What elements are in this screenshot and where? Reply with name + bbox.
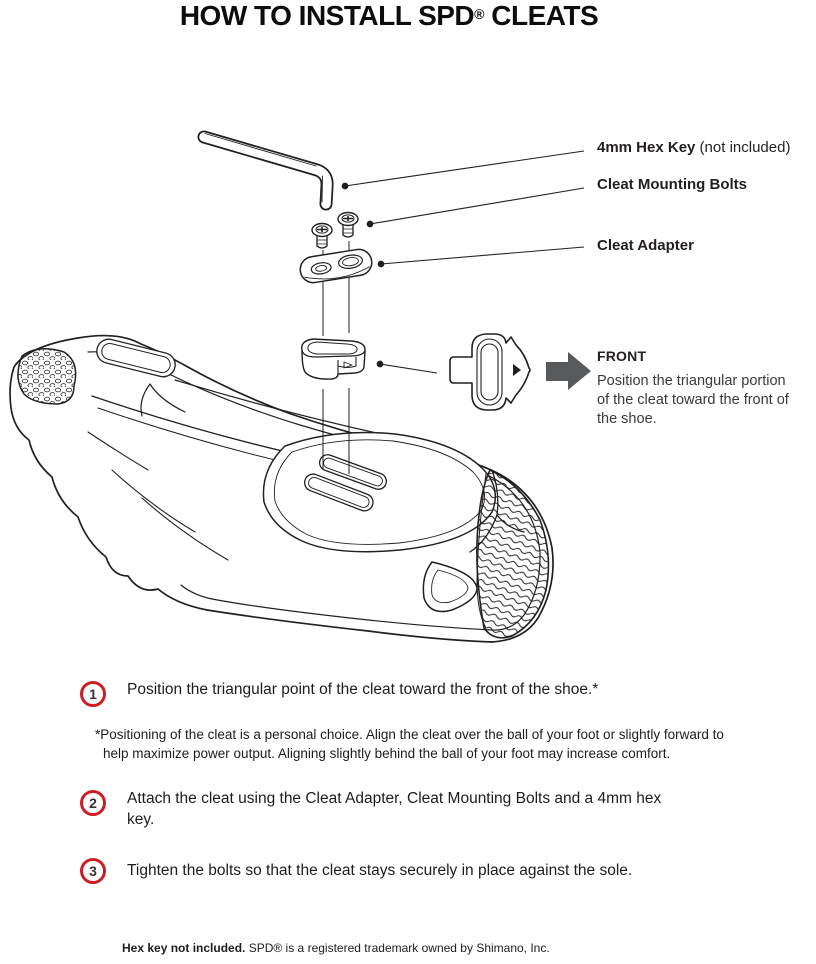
cleat-3d-drawing xyxy=(302,339,365,379)
hex-key-drawing xyxy=(204,134,327,205)
step-2-text: Attach the cleat using the Cleat Adapter… xyxy=(127,790,662,828)
part-label-hex-key: 4mm Hex Key (not included) xyxy=(597,139,790,156)
page-title: HOW TO INSTALL SPD® CLEATS xyxy=(0,0,778,32)
step-3-text: Tighten the bolts so that the cleat stay… xyxy=(127,862,633,879)
bolt-right-drawing xyxy=(338,213,358,238)
bolt-left-drawing xyxy=(312,224,332,249)
step-2-badge: 2 xyxy=(80,790,106,816)
step-1-text: Position the triangular point of the cle… xyxy=(127,681,599,698)
front-heading: FRONT xyxy=(597,348,647,364)
step-3-badge: 3 xyxy=(80,858,106,884)
step-2-number: 2 xyxy=(89,795,97,811)
footer-note-rest: SPD® is a registered trademark owned by … xyxy=(245,941,550,955)
step-3-number: 3 xyxy=(89,863,97,879)
footer-note-bold: Hex key not included. xyxy=(122,941,246,955)
part-label-hex-key-bold: 4mm Hex Key xyxy=(597,139,696,156)
page-title-text: HOW TO INSTALL SPD xyxy=(179,0,475,31)
part-label-cleat-adapter-bold: Cleat Adapter xyxy=(597,237,694,254)
cleat-top-view-drawing xyxy=(450,334,530,410)
front-description: Position the triangular portion of the c… xyxy=(597,373,789,427)
cleat-position-footnote: *Positioning of the cleat is a personal … xyxy=(95,727,724,761)
page-title-text-2: CLEATS xyxy=(483,0,599,31)
front-callout: FRONT Position the triangular portion of… xyxy=(597,348,807,429)
part-label-mounting-bolts: Cleat Mounting Bolts xyxy=(597,176,747,193)
footer-note: Hex key not included. SPD® is a register… xyxy=(122,941,550,955)
shoe-sole-drawing xyxy=(10,336,553,642)
leader-lines xyxy=(342,151,584,373)
cleat-adapter-drawing xyxy=(298,248,373,285)
step-1-badge: 1 xyxy=(80,681,106,707)
part-label-mounting-bolts-bold: Cleat Mounting Bolts xyxy=(597,176,747,193)
registered-mark: ® xyxy=(474,6,484,22)
installation-diagram xyxy=(0,100,591,660)
part-label-hex-key-rest: (not included) xyxy=(695,139,791,156)
part-label-cleat-adapter: Cleat Adapter xyxy=(597,237,694,254)
step-1-number: 1 xyxy=(89,686,97,702)
front-arrow-icon xyxy=(546,352,591,390)
